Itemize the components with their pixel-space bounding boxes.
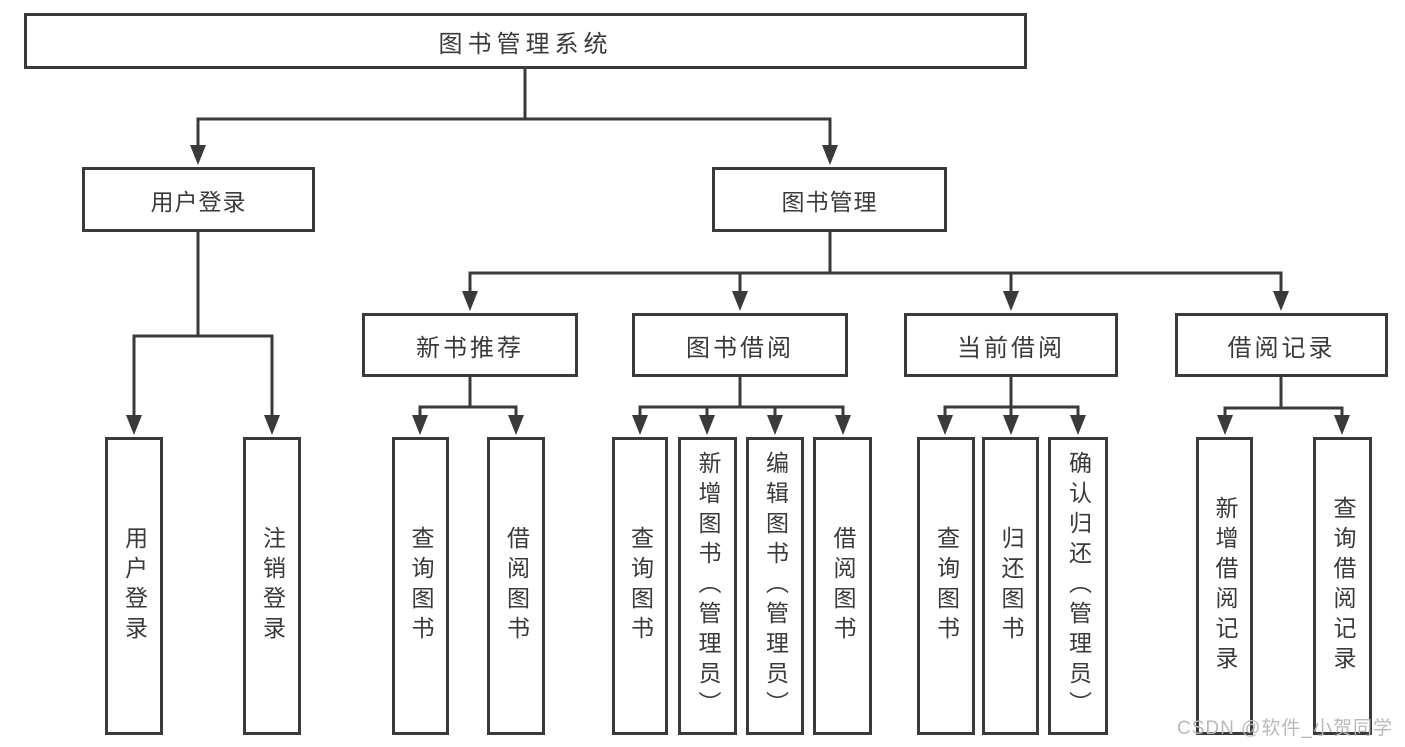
node-library-management-system: 图书管理系统 <box>24 13 1027 69</box>
leaf-label: 借阅图书 <box>830 526 856 646</box>
leaf-label: 新增图书（管理员） <box>695 451 721 721</box>
leaf-cb-query-books: 查询图书 <box>917 437 975 735</box>
leaf-label: 归还图书 <box>998 526 1024 646</box>
leaf-label: 查询图书 <box>627 526 654 646</box>
leaf-bb-add-books-admin: 新增图书（管理员） <box>678 437 737 735</box>
node-current-borrow: 当前借阅 <box>904 313 1118 377</box>
leaf-br-add-borrow-record: 新增借阅记录 <box>1196 437 1253 735</box>
leaf-cb-confirm-return-admin: 确认归还（管理员） <box>1048 437 1108 735</box>
node-book-management: 图书管理 <box>712 167 947 232</box>
node-borrow-records: 借阅记录 <box>1175 313 1388 377</box>
leaf-label: 注销登录 <box>259 526 286 646</box>
leaf-nbr-query-books: 查询图书 <box>392 437 449 735</box>
leaf-label: 新增借阅记录 <box>1212 496 1238 676</box>
leaf-br-query-borrow-record: 查询借阅记录 <box>1313 437 1372 735</box>
leaf-user-login: 用户登录 <box>105 437 163 735</box>
leaf-bb-edit-books-admin: 编辑图书（管理员） <box>746 437 804 735</box>
leaf-label: 查询图书 <box>408 526 434 646</box>
csdn-watermark: CSDN @软件_小贺同学 <box>1177 718 1393 739</box>
leaf-logout: 注销登录 <box>243 437 301 735</box>
node-book-borrow: 图书借阅 <box>632 313 848 377</box>
node-new-book-recommend: 新书推荐 <box>362 313 578 377</box>
leaf-bb-borrow-books: 借阅图书 <box>813 437 872 735</box>
leaf-cb-return-books: 归还图书 <box>982 437 1039 735</box>
leaf-label: 确认归还（管理员） <box>1065 451 1092 721</box>
leaf-label: 编辑图书（管理员） <box>762 451 789 721</box>
leaf-label: 借阅图书 <box>503 526 530 646</box>
leaf-nbr-borrow-books: 借阅图书 <box>487 437 545 735</box>
leaf-label: 查询图书 <box>933 526 960 646</box>
node-user-login: 用户登录 <box>82 167 315 232</box>
leaf-bb-query-books: 查询图书 <box>612 437 668 735</box>
leaf-label: 用户登录 <box>121 526 148 646</box>
leaf-label: 查询借阅记录 <box>1330 496 1356 676</box>
